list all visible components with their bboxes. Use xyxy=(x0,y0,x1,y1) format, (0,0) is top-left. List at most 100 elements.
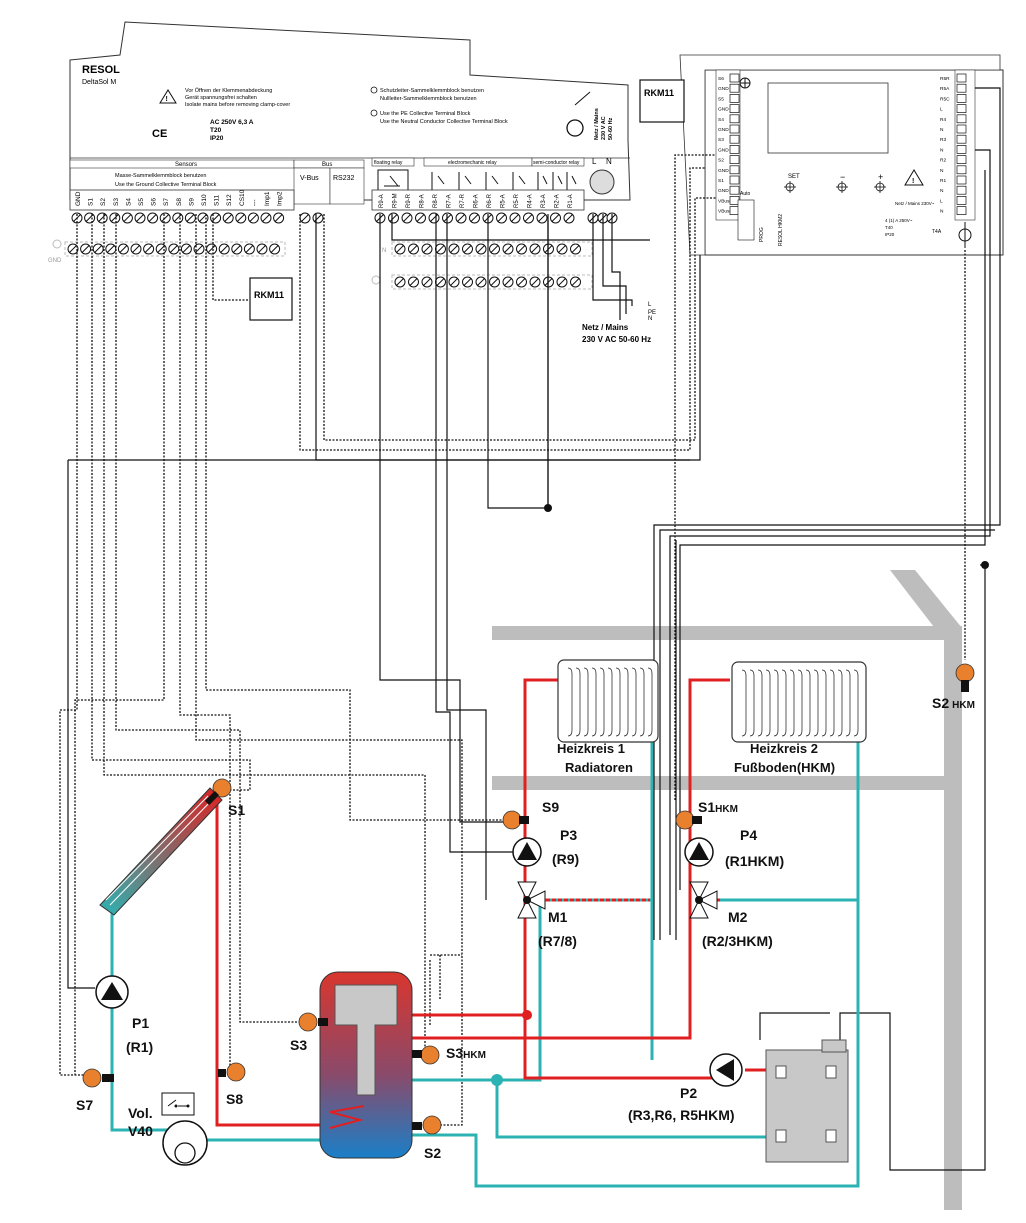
pe-collective-screw xyxy=(489,276,500,288)
mixer-m2-icon xyxy=(689,881,718,919)
radiator-fin xyxy=(781,669,787,737)
svg-text:Netz / Mains: Netz / Mains xyxy=(594,108,600,140)
hkm-prog-label: PROG xyxy=(759,227,765,242)
terminal-screw xyxy=(210,212,222,224)
hk2-sub: Fußboden(HKM) xyxy=(734,760,835,775)
sensor-terminal-label: S5 xyxy=(138,198,145,206)
sensor-terminal-label: S1 xyxy=(88,198,95,206)
rkm11-module-hkm xyxy=(639,79,685,123)
neutral-collective-screw xyxy=(556,243,568,255)
radiator-fin xyxy=(853,669,859,737)
terminal-screw xyxy=(222,212,234,224)
ground-collective-screw xyxy=(243,243,255,255)
neutral-collective-screw xyxy=(394,243,406,255)
pump-p4-icon xyxy=(684,837,714,867)
terminal-screw xyxy=(84,212,96,224)
label-p3r: (R9) xyxy=(552,851,579,867)
terminal-screw xyxy=(235,212,247,224)
label-m2: M2 xyxy=(728,909,748,925)
relay-knob-icon xyxy=(589,169,615,195)
label-s3: S3 xyxy=(290,1037,307,1053)
hkm-right-terminal-label: N xyxy=(940,147,944,153)
controller-mains-small: Netz / Mains 230 V AC 50-60 Hz xyxy=(594,108,614,140)
relay-terminal-label: R9-R xyxy=(406,193,412,208)
hkm-ratings-2: T40 xyxy=(885,225,893,230)
radiator-fin xyxy=(773,669,779,737)
ground-collective-screw xyxy=(67,243,79,255)
relay-terminal-label: R4-A xyxy=(528,194,534,208)
ground-collective-block: GND xyxy=(48,239,286,264)
terminal-screw xyxy=(523,212,534,224)
semiconductor-relay-label: semi-conductor relay xyxy=(533,160,580,166)
pe-collective-screw xyxy=(516,276,527,288)
relay-terminal-label: R9-A xyxy=(379,194,385,208)
warning-de-1: Vor Öffnen der Klemmenabdeckung xyxy=(185,87,272,94)
radiator-fin xyxy=(845,669,851,737)
ground-collective-screw xyxy=(180,243,192,255)
hkm-left-terminal-label: GND xyxy=(718,168,729,174)
terminal-screw xyxy=(388,212,399,224)
label-s1hkm: S1HKM xyxy=(698,799,738,815)
hk1-title: Heizkreis 1 xyxy=(557,741,625,756)
radiator-fin xyxy=(631,667,637,737)
radiator-fin xyxy=(749,669,755,737)
terminal-screw xyxy=(260,212,272,224)
pe-collective-screw xyxy=(529,276,541,288)
relay-terminal-label: R2-A xyxy=(555,194,561,208)
sensor-terminal-label: S2 xyxy=(100,198,107,206)
sensors-section-title: Sensors xyxy=(175,162,197,168)
pe-collective-screw xyxy=(556,276,568,288)
radiator-fin xyxy=(639,667,645,737)
radiator-fin xyxy=(741,669,747,737)
neutral-collective-screw xyxy=(408,243,419,255)
mixer-m1-icon xyxy=(517,881,546,919)
sensor-terminal-label: S9 xyxy=(188,198,195,206)
sensor-terminal-label: S3 xyxy=(113,198,120,206)
pe-collective-screw xyxy=(408,276,419,288)
hk2-title: Heizkreis 2 xyxy=(750,741,818,756)
neutral-collective-screw xyxy=(475,243,487,255)
terminal-screw xyxy=(197,212,209,224)
svg-text:230 V AC: 230 V AC xyxy=(601,116,607,140)
sensor-s7-icon xyxy=(82,1068,102,1088)
hkm-right-terminal-label: L xyxy=(940,107,943,113)
hkm-right-terminal-label: N xyxy=(940,168,944,174)
label-s2: S2 xyxy=(424,1145,441,1161)
sensor-s3hkm-icon xyxy=(420,1045,440,1065)
hkm-right-terminal-label: R4 xyxy=(940,117,946,123)
controller-brand: RESOL xyxy=(82,64,120,76)
neutral-collective-screw xyxy=(435,243,446,255)
label-s3hkm: S3HKM xyxy=(446,1045,486,1061)
label-p1: P1 xyxy=(132,1015,149,1031)
terminal-screw xyxy=(109,212,121,224)
hkm-module xyxy=(679,54,1004,256)
pe-collective-screw xyxy=(421,276,433,288)
terminal-screw xyxy=(415,212,426,224)
hkm-warning-icon: ! xyxy=(904,169,924,186)
sensor-terminal-label: S11 xyxy=(214,195,221,206)
ground-collective-screw xyxy=(256,243,268,255)
neutral-collective-screw xyxy=(570,243,581,255)
relay-terminal-label: R5-A xyxy=(501,194,507,208)
flow-meter-v40-icon xyxy=(161,1092,208,1166)
label-p4: P4 xyxy=(740,827,757,843)
radiator-fin xyxy=(591,667,597,737)
sensor-terminal-label: S6 xyxy=(151,198,158,206)
relay-terminal-label: R8-A xyxy=(420,194,426,208)
terminal-screw xyxy=(428,212,440,224)
n-note-en: Use the Neutral Conductor Collective Ter… xyxy=(380,119,508,125)
svg-text:!: ! xyxy=(166,96,168,103)
hkm-left-terminal-label: GND xyxy=(718,107,729,113)
ground-collective-screw xyxy=(80,243,92,255)
hkm-buttons: SET − + xyxy=(788,172,883,182)
terminal-screw xyxy=(147,212,159,224)
electromech-relay-label: electromechanic relay xyxy=(448,160,497,166)
building-walls xyxy=(492,570,962,1210)
radiator-fin xyxy=(797,669,803,737)
sensor-s1-icon xyxy=(212,778,232,798)
relay-terminal-label: R6-R xyxy=(487,193,493,208)
neutral-collective-screw xyxy=(421,243,433,255)
hk1-sub: Radiatoren xyxy=(565,760,633,775)
